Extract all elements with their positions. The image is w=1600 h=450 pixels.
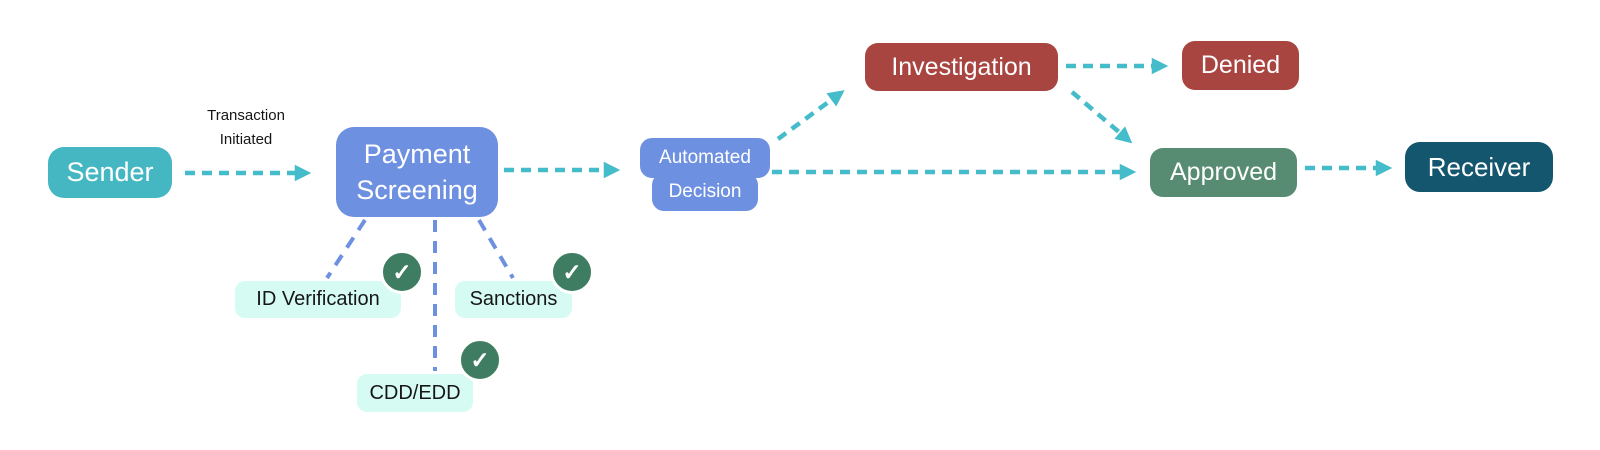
- check-passed-icon: ✓: [550, 250, 594, 294]
- edge-screening-to-sanctions: [477, 218, 515, 280]
- automated-label: Automated: [659, 147, 751, 168]
- node-receiver: Receiver: [1405, 142, 1553, 192]
- edge-label-transaction-initiated: Transaction Initiated: [185, 104, 307, 152]
- node-sender: Sender: [48, 147, 172, 198]
- edge-screening-to-id-verification: [325, 218, 367, 280]
- edge-decision-to-investigation: [776, 90, 845, 141]
- check-passed-icon: ✓: [458, 338, 502, 382]
- node-approved-label: Approved: [1169, 158, 1278, 186]
- node-automated-decision-line1: Automated: [640, 138, 770, 178]
- node-payment-screening-line1: Payment: [363, 138, 471, 169]
- check-id-verification-label: ID Verification: [256, 288, 380, 310]
- node-denied-label: Denied: [1200, 51, 1281, 79]
- node-denied: Denied: [1182, 41, 1299, 90]
- check-sanctions: Sanctions: [455, 281, 572, 318]
- node-automated-decision: Automated Decision: [640, 138, 770, 211]
- node-receiver-label: Receiver: [1427, 151, 1531, 182]
- edge-label-line1: Transaction: [207, 107, 285, 124]
- node-payment-screening: Payment Screening: [336, 127, 498, 217]
- node-approved: Approved: [1150, 148, 1297, 197]
- check-sanctions-label: Sanctions: [469, 288, 558, 310]
- checkmark-icon: ✓: [392, 258, 412, 285]
- check-cdd-edd: CDD/EDD: [357, 374, 473, 412]
- check-cdd-edd-label: CDD/EDD: [369, 381, 461, 404]
- check-id-verification: ID Verification: [235, 281, 401, 318]
- node-sender-label: Sender: [66, 157, 154, 187]
- edge-label-line2: Initiated: [219, 131, 273, 148]
- checkmark-icon: ✓: [562, 258, 582, 285]
- node-payment-screening-line2: Screening: [356, 175, 478, 205]
- checkmark-icon: ✓: [470, 346, 490, 373]
- decision-label: Decision: [668, 181, 742, 202]
- edge-investigation-to-approved: [1070, 90, 1133, 144]
- node-investigation-label: Investigation: [891, 52, 1032, 81]
- node-automated-decision-line2: Decision: [652, 173, 758, 211]
- node-investigation: Investigation: [865, 43, 1058, 91]
- check-passed-icon: ✓: [380, 250, 424, 294]
